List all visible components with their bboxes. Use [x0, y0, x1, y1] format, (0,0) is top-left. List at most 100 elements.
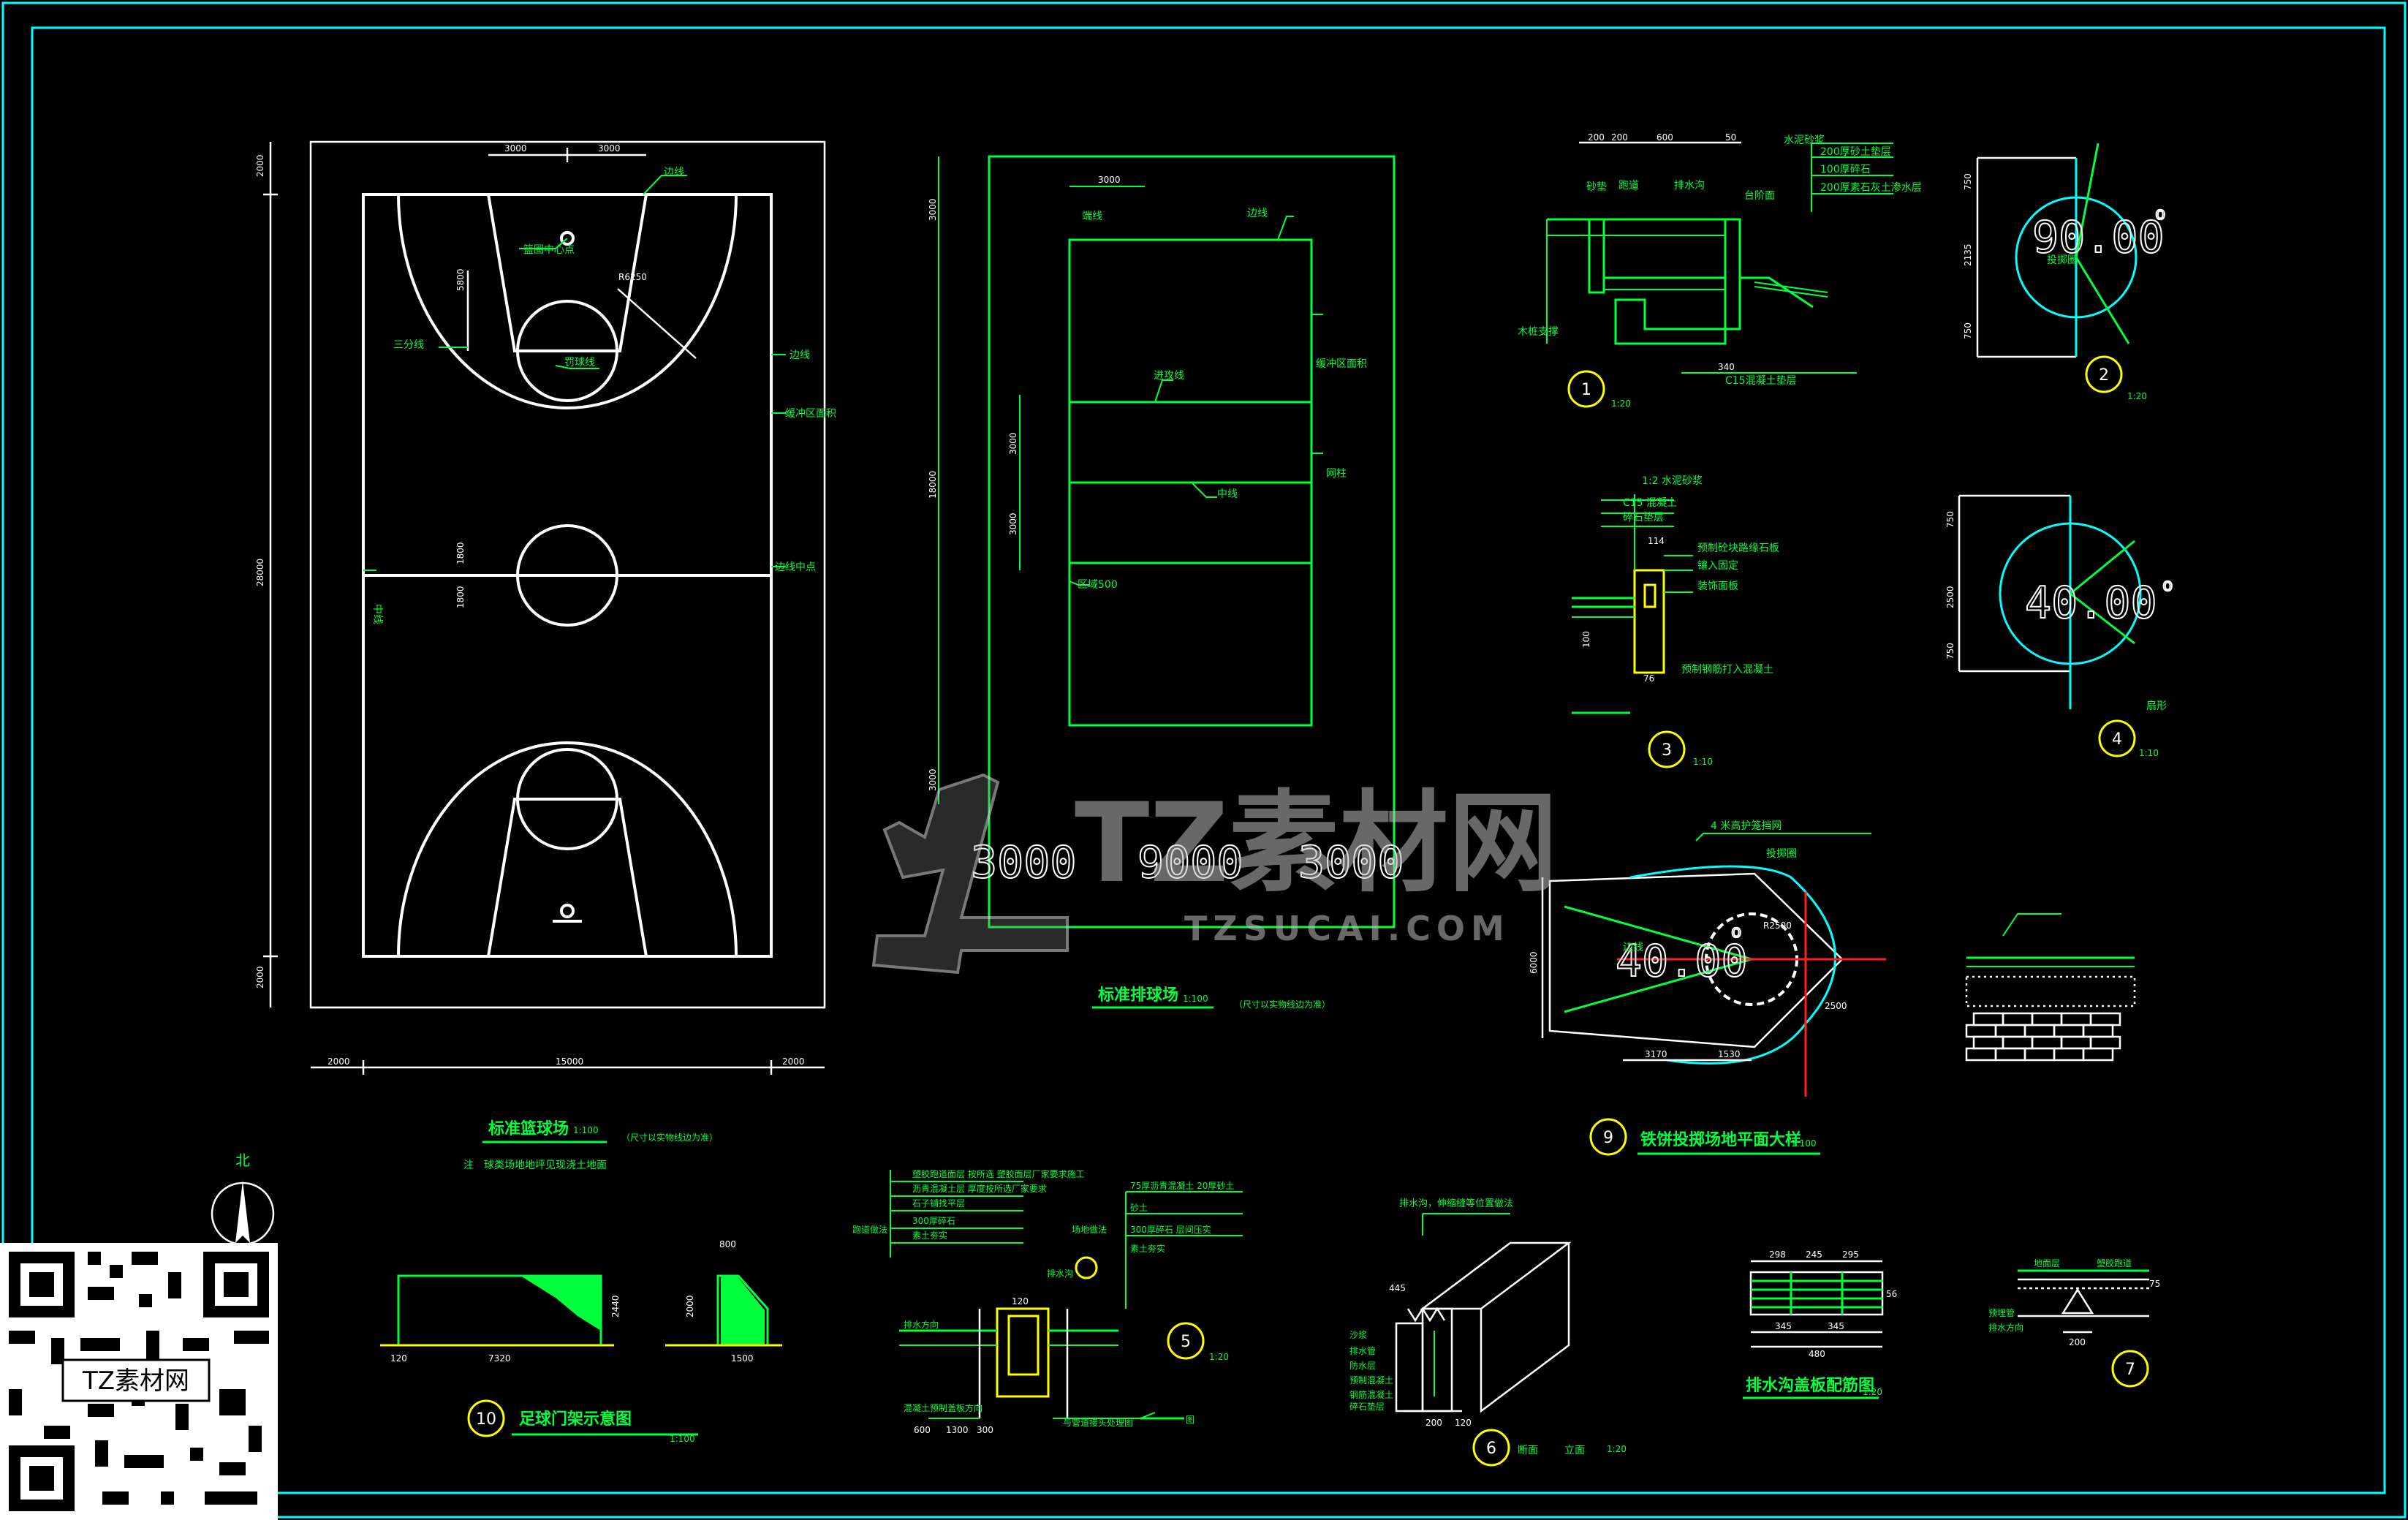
bb-note-paren: （尺寸以实物线边为准）	[621, 1132, 718, 1143]
detail-5-dim-1: 120	[1012, 1296, 1029, 1307]
detail-4-dim-0: 750	[1945, 511, 1955, 528]
vb-label-zone: 区域500	[1078, 579, 1118, 591]
detail-10-dim-1: 2440	[610, 1295, 621, 1317]
detail-5-small-4: 混凝土预制盖板方向	[904, 1402, 982, 1413]
detail-3-label-6: 预制钢筋打入混凝土	[1681, 663, 1773, 676]
detail-7-dim-0: 200	[2069, 1337, 2086, 1347]
north-label: 北	[235, 1152, 250, 1169]
detail-10-scale: 1:100	[670, 1434, 695, 1444]
detail-1-scale: 1:20	[1611, 398, 1631, 409]
detail-8-dim-0: 298	[1769, 1249, 1786, 1260]
detail-9-deg: o	[1731, 921, 1741, 942]
detail-1-label-6: 水泥砂浆	[1784, 135, 1825, 146]
detail-4-big: 40.00	[2025, 578, 2157, 629]
detail-6-marker	[1472, 1429, 1510, 1467]
bb-dim-left-bot: 2000	[255, 966, 265, 988]
vb-dim-side2: 3000	[1008, 513, 1018, 535]
detail-1-label-4: 跑道	[1618, 180, 1639, 192]
bb-label-arc3: 三分线	[393, 339, 424, 351]
detail-4-scale: 1:10	[2139, 748, 2159, 758]
vb-dim-left-top: 3000	[928, 198, 938, 221]
detail-2-deg: o	[2155, 203, 2165, 224]
detail-3-label-1: C15 混凝土	[1623, 497, 1677, 509]
inner-frame	[31, 26, 2386, 1494]
detail-10-dim-5: 1500	[731, 1353, 754, 1364]
detail-4-dim-1: 2500	[1945, 586, 1955, 608]
bottom-three-point-arc	[397, 741, 738, 957]
watermark-domain: TZSUCAI.COM	[1184, 909, 1510, 948]
detail-5-right-2: 300厚碎石 层间压实	[1130, 1224, 1211, 1235]
detail-9-dim-3: R2500	[1763, 920, 1792, 931]
detail-4-number: 4	[2112, 730, 2122, 749]
detail-8-dim-2: 295	[1842, 1249, 1859, 1260]
vb-scale: 1:100	[1183, 994, 1208, 1004]
bb-scale: 1:100	[573, 1125, 599, 1135]
vb-label-end: 端线	[1082, 211, 1102, 222]
detail-9-marker	[1589, 1118, 1627, 1156]
vb-dim-left-bot: 3000	[928, 768, 938, 791]
detail-3-label-4: 镶入固定	[1697, 559, 1738, 572]
detail-6-drawing	[1395, 1213, 1572, 1467]
bottom-key	[486, 798, 648, 958]
detail-8-dim-5: 480	[1809, 1349, 1825, 1359]
detail-9-dim-0: 6000	[1529, 951, 1539, 974]
paving-detail	[1965, 913, 2136, 1062]
detail-5-small-3: 排水沟	[1047, 1268, 1073, 1279]
detail-8-title: 排水沟盖板配筋图	[1746, 1376, 1874, 1395]
top-hoop	[560, 231, 575, 246]
vb-big-dim-3: 3000	[1298, 837, 1404, 888]
detail-10-dim-4: 120	[390, 1353, 407, 1364]
detail-6-label-2: 防水层	[1349, 1360, 1376, 1371]
detail-5-small-0: 跑道做法	[852, 1224, 887, 1235]
bb-dim-key-h: 5800	[455, 268, 466, 291]
detail-3-label-2: 碎石垫层	[1623, 512, 1664, 523]
detail-2-big: 90.00	[2032, 212, 2165, 263]
detail-1-label-3: 200厚素石灰土渗水层	[1820, 182, 1922, 194]
detail-10-dim-0: 7320	[488, 1353, 511, 1364]
detail-5-dim-3: 300	[977, 1425, 993, 1435]
detail-3-marker	[1648, 730, 1686, 768]
detail-3-scale: 1:10	[1693, 757, 1713, 767]
vb-dim-left-mid: 18000	[928, 471, 938, 499]
detail-7-dim-1: 75	[2149, 1279, 2160, 1289]
bb-label-side: 边线	[790, 349, 810, 361]
detail-2-drawing	[1976, 143, 2138, 393]
vb-label-center: 中线	[1217, 488, 1238, 500]
detail-2-dim-1: 2135	[1963, 243, 1973, 266]
detail-1-dim-0: 200	[1588, 132, 1605, 143]
detail-3-drawing	[1572, 494, 1693, 768]
detail-10-title: 足球门架示意图	[519, 1410, 632, 1429]
detail-4-deg: o	[2162, 575, 2173, 595]
detail-7-label-0: 地面层	[2034, 1258, 2060, 1268]
detail-6-title: 排水沟，伸缩缝等位置做法	[1399, 1198, 1513, 1209]
detail-5-left-4: 素土夯实	[912, 1230, 947, 1241]
detail-6-dim-2: 120	[1455, 1418, 1472, 1428]
bb-dim-bot-left: 2000	[327, 1056, 350, 1067]
watermark-name: TZ素材网	[1075, 780, 1558, 907]
detail-6-label-3: 预制混凝土	[1349, 1375, 1393, 1385]
detail-5-left-2: 石子铺找平层	[912, 1198, 965, 1209]
detail-2-label: 投掷圈	[2047, 254, 2078, 266]
detail-10-marker	[467, 1399, 505, 1437]
bb-dim-bot-mid: 15000	[556, 1056, 583, 1067]
vb-label-side: 边线	[1247, 208, 1268, 219]
bb-label-ext: 缓冲区面积	[785, 408, 836, 420]
detail-1-dim-2: 600	[1657, 132, 1673, 143]
top-three-point-arc	[397, 194, 738, 409]
detail-1-dim-4: 340	[1718, 362, 1735, 372]
bb-dim-left-top: 2000	[255, 154, 265, 177]
bb-label-ft: 罚球线	[564, 357, 595, 368]
bb-title: 标准篮球场	[488, 1119, 569, 1138]
detail-5-small-1: 场地做法	[1072, 1224, 1107, 1235]
bb-dim-circle2: 1800	[455, 586, 466, 608]
detail-3-dim-1: 100	[1581, 631, 1591, 648]
center-circle	[516, 524, 618, 627]
detail-6-dim-0: 445	[1389, 1283, 1406, 1293]
vb-label-net: 网柱	[1326, 468, 1347, 480]
vb-dim-top: 3000	[1098, 175, 1121, 185]
detail-5-number: 5	[1181, 1333, 1191, 1351]
detail-6-label-4: 钢筋混凝土	[1349, 1389, 1393, 1400]
detail-4-dim-2: 750	[1945, 643, 1955, 659]
detail-2-marker	[2085, 355, 2123, 393]
detail-5-small-6: 图	[1186, 1415, 1194, 1425]
